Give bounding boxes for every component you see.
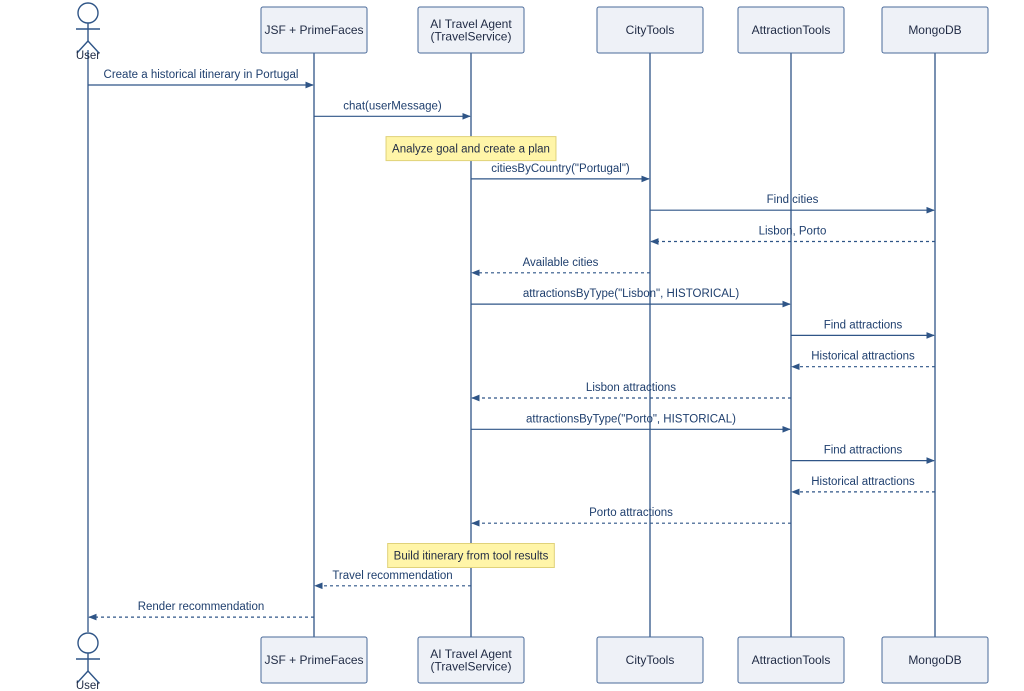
participant-label: MongoDB [908, 653, 961, 667]
message-attractiontools-to-mongodb: Find attractions [791, 319, 935, 339]
note-label: Analyze goal and create a plan [392, 144, 550, 156]
message-mongodb-to-attractiontools: Historical attractions [791, 476, 935, 496]
participant-citytools-top: CityTools [596, 6, 704, 54]
message-label: Find attractions [824, 445, 903, 457]
message-agent-to-citytools: citiesByCountry("Portugal") [471, 163, 650, 183]
message-label: Render recommendation [138, 601, 265, 613]
actor-label: User [76, 50, 100, 62]
participant-mongodb-top: MongoDB [881, 6, 989, 54]
participant-label: AI Travel Agent [430, 647, 512, 661]
message-label: Historical attractions [811, 476, 915, 488]
participant-label: MongoDB [908, 23, 961, 37]
message-label: Porto attractions [589, 507, 673, 519]
message-label: Available cities [523, 257, 599, 269]
participant-agent-top: AI Travel Agent(TravelService) [417, 6, 525, 54]
message-label: attractionsByType("Lisbon", HISTORICAL) [523, 288, 739, 300]
participant-label: JSF + PrimeFaces [264, 23, 363, 37]
message-label: Create a historical itinerary in Portuga… [104, 69, 299, 81]
message-jsf-to-agent: chat(userMessage) [314, 100, 471, 120]
message-jsf-to-user: Render recommendation [88, 601, 314, 621]
message-agent-to-jsf: Travel recommendation [314, 570, 471, 590]
message-agent-to-attractiontools: attractionsByType("Lisbon", HISTORICAL) [471, 288, 791, 308]
message-mongodb-to-attractiontools: Historical attractions [791, 351, 935, 371]
message-label: attractionsByType("Porto", HISTORICAL) [526, 413, 736, 425]
participant-attractiontools-bottom: AttractionTools [737, 636, 845, 684]
message-label: Lisbon attractions [586, 382, 676, 394]
participant-mongodb-bottom: MongoDB [881, 636, 989, 684]
message-attractiontools-to-mongodb: Find attractions [791, 445, 935, 464]
participant-jsf-top: JSF + PrimeFaces [260, 6, 368, 54]
message-label: Find attractions [824, 319, 903, 331]
message-label: Travel recommendation [332, 570, 452, 582]
actor-label: User [76, 680, 100, 691]
participant-label: AttractionTools [752, 653, 831, 667]
participant-label: (TravelService) [431, 29, 512, 43]
participant-citytools-bottom: CityTools [596, 636, 704, 684]
message-label: chat(userMessage) [343, 100, 442, 112]
message-attractiontools-to-agent: Lisbon attractions [471, 382, 791, 402]
participant-attractiontools-top: AttractionTools [737, 6, 845, 54]
note-over-agent: Analyze goal and create a plan [385, 136, 557, 162]
message-user-to-jsf: Create a historical itinerary in Portuga… [88, 69, 314, 89]
participant-label: JSF + PrimeFaces [264, 653, 363, 667]
actor-head-icon [77, 2, 99, 24]
message-label: Historical attractions [811, 351, 915, 363]
message-citytools-to-mongodb: Find cities [650, 194, 935, 214]
participant-label: CityTools [626, 653, 675, 667]
participant-jsf-bottom: JSF + PrimeFaces [260, 636, 368, 684]
participant-label: AI Travel Agent [430, 17, 512, 31]
message-label: citiesByCountry("Portugal") [491, 163, 630, 175]
message-citytools-to-agent: Available cities [471, 257, 650, 277]
message-label: Find cities [767, 194, 819, 206]
participant-label: CityTools [626, 23, 675, 37]
participant-label: AttractionTools [752, 23, 831, 37]
message-mongodb-to-citytools: Lisbon, Porto [650, 226, 935, 245]
actor-user-top: User [76, 2, 100, 62]
note-label: Build itinerary from tool results [394, 551, 549, 563]
message-agent-to-attractiontools: attractionsByType("Porto", HISTORICAL) [471, 413, 791, 433]
message-label: Lisbon, Porto [759, 226, 827, 238]
participant-label: (TravelService) [431, 659, 512, 673]
actor-user-bottom: User [76, 632, 100, 691]
participant-agent-bottom: AI Travel Agent(TravelService) [417, 636, 525, 684]
note-over-agent: Build itinerary from tool results [387, 543, 555, 568]
actor-head-icon [77, 632, 99, 654]
message-attractiontools-to-agent: Porto attractions [471, 507, 791, 527]
